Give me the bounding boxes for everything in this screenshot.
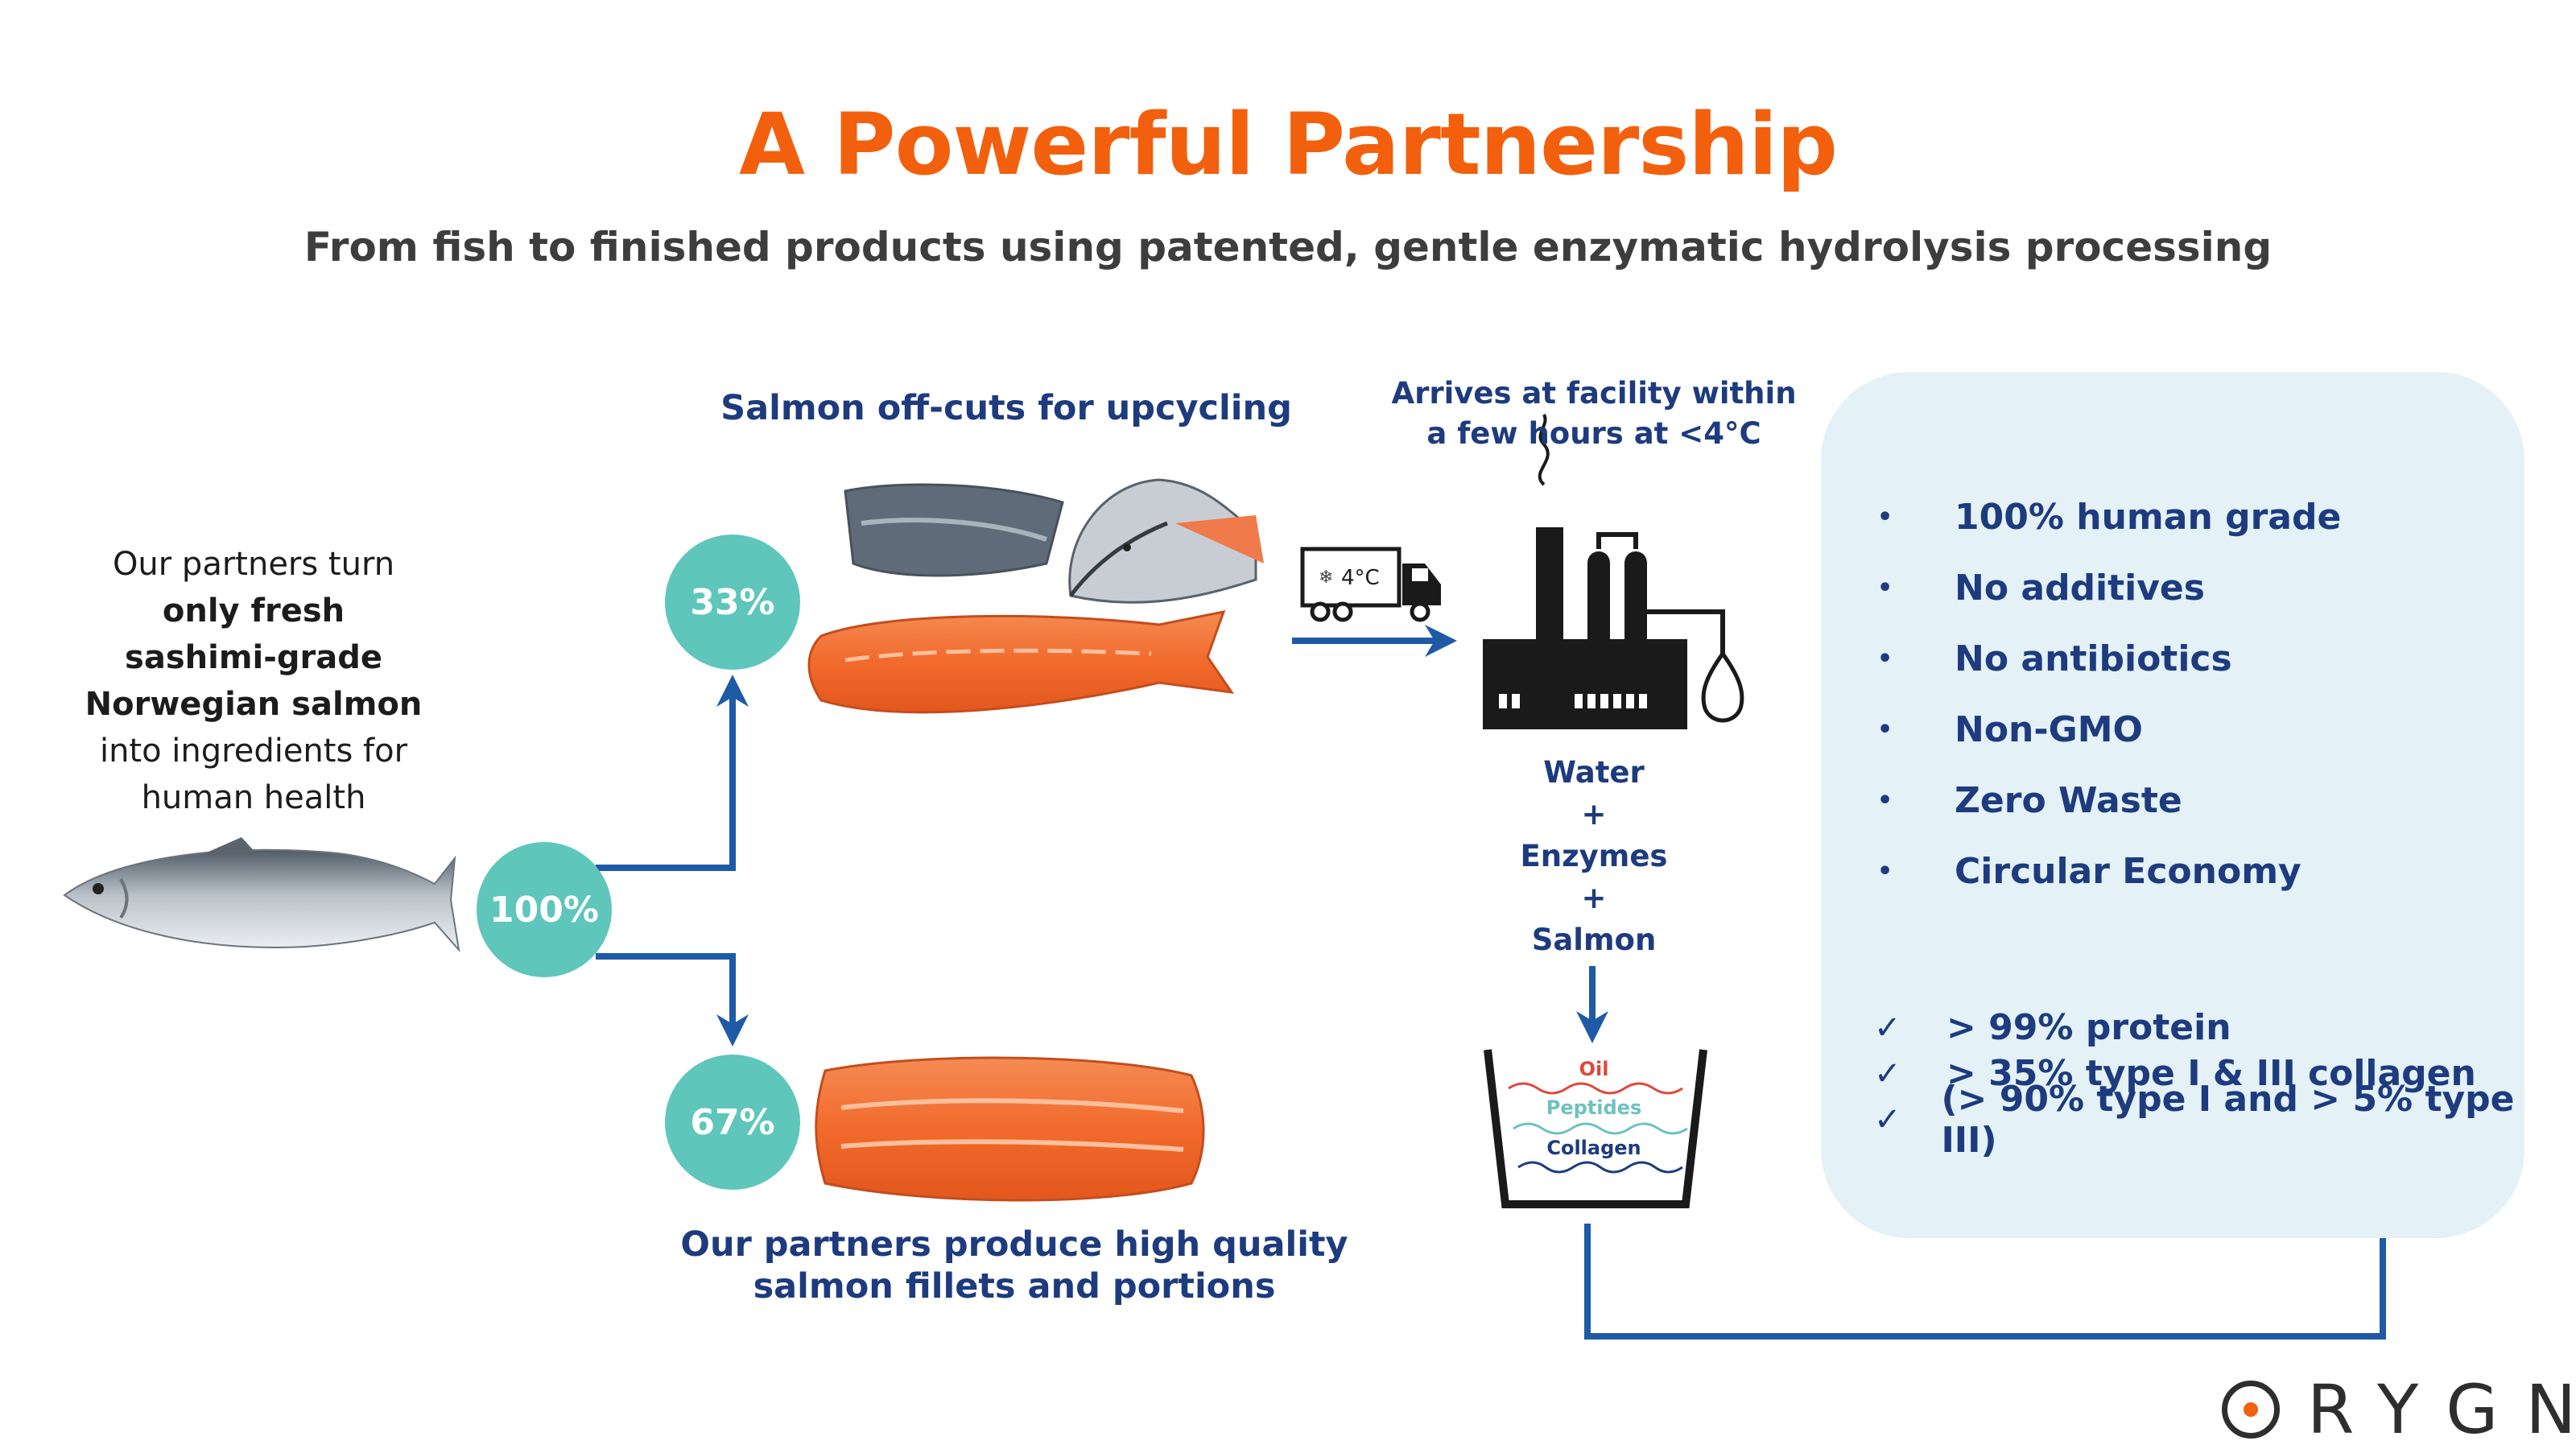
bullet-icon: • (1877, 786, 1893, 815)
output-peptides-label: Peptides (1546, 1096, 1642, 1119)
benefit-text: Circular Economy (1955, 850, 2301, 892)
benefit-text: Zero Waste (1955, 779, 2182, 821)
fillets-line: Our partners produce high quality (680, 1224, 1348, 1265)
logo-text: RYGN (2307, 1370, 2576, 1449)
recipe-plus: + (1581, 881, 1607, 915)
intro-line: Our partners turn (112, 546, 395, 583)
intro-line: sashimi-grade (64, 634, 443, 681)
truck-temp-label: 4°C (1341, 566, 1380, 590)
benefit-text: 100% human grade (1955, 496, 2342, 538)
intro-line: into ingredients for (99, 733, 408, 770)
factory-icon (1483, 414, 1744, 729)
check-icon: ✓ (1874, 1100, 1901, 1138)
process-recipe: Water + Enzymes + Salmon (1433, 752, 1755, 961)
offcuts-heading: Salmon off-cuts for upcycling (720, 388, 1292, 428)
spec-text: > 99% protein (1946, 1007, 2231, 1048)
benefit-item: • Non-GMO (1860, 694, 2504, 765)
spec-text: > 35% type I & III collagen (1946, 1053, 2476, 1094)
intro-text: Our partners turn only fresh sashimi-gra… (64, 541, 443, 821)
circle-100-percent: 100% (477, 842, 612, 977)
hydrolysis-vessel-icon: Oil Peptides Collagen (1484, 1049, 1707, 1208)
logo-dot (2244, 1402, 2258, 1417)
check-icon: ✓ (1874, 1009, 1901, 1046)
page-subtitle: From fish to finished products using pat… (303, 224, 2273, 270)
transport-line: Arrives at facility within (1391, 376, 1797, 411)
snowflake-icon: ❄ (1319, 568, 1333, 588)
salmon-offcuts-image (807, 478, 1264, 714)
transport-heading: Arrives at facility within a few hours a… (1368, 374, 1819, 454)
page-title: A Powerful Partnership (738, 95, 1838, 194)
refrigerated-truck-icon: ❄ 4°C (1300, 547, 1441, 622)
recipe-water: Water (1543, 755, 1645, 790)
benefit-item: • No additives (1860, 552, 2504, 623)
benefit-text: No antibiotics (1955, 638, 2232, 679)
branch-arrow-up (596, 675, 749, 871)
spec-item: ✓ > 35% type I & III collagen (1868, 1051, 2536, 1096)
bullet-icon: • (1877, 857, 1893, 886)
whole-salmon-image (63, 837, 460, 953)
spec-item: ✓ (> 90% type I and > 5% type III) (1868, 1079, 2536, 1161)
transport-line: a few hours at <4°C (1426, 416, 1761, 451)
benefits-panel (1821, 372, 2524, 1238)
output-collagen-label: Collagen (1546, 1137, 1641, 1159)
benefit-text: No additives (1955, 567, 2205, 609)
intro-line: Norwegian salmon (64, 681, 443, 728)
intro-emphasis: Norwegian salmon (85, 686, 423, 723)
benefit-list: • 100% human grade • No additives • No anti… (1860, 481, 2504, 906)
salmon-fillet-image (815, 1056, 1205, 1202)
spec-text: (> 90% type I and > 5% type III) (1941, 1078, 2515, 1161)
bullet-icon: • (1877, 502, 1893, 531)
branch-arrow-down (596, 953, 749, 1046)
bullet-icon: • (1877, 573, 1893, 602)
benefit-item: • Circular Economy (1860, 836, 2504, 906)
recipe-plus: + (1581, 797, 1607, 832)
recipe-salmon: Salmon (1531, 923, 1657, 957)
spec-list: ✓ > 99% protein ✓ > 35% type I & III colla… (1868, 1005, 2536, 1161)
intro-line: human health (141, 779, 366, 816)
output-oil-label: Oil (1579, 1058, 1609, 1080)
circle-33-percent: 33% (665, 535, 800, 670)
intro-line: only fresh (64, 588, 443, 634)
logo-o-icon (2222, 1381, 2280, 1439)
recipe-enzymes: Enzymes (1520, 839, 1668, 873)
fillets-line: salmon fillets and portions (753, 1266, 1276, 1307)
orygn-logo: RYGN (2222, 1370, 2576, 1449)
benefit-item: • Zero Waste (1860, 765, 2504, 836)
vessel-to-benefits-arrow (1584, 1174, 2399, 1340)
bullet-icon: • (1877, 644, 1893, 673)
benefit-item: • 100% human grade (1860, 481, 2504, 552)
spec-item: ✓ > 99% protein (1868, 1005, 2536, 1051)
intro-emphasis: only fresh (162, 592, 345, 630)
fillets-heading: Our partners produce high quality salmon… (644, 1224, 1385, 1307)
bullet-icon: • (1877, 715, 1893, 744)
circle-67-percent: 67% (665, 1055, 800, 1190)
benefit-item: • No antibiotics (1860, 623, 2504, 694)
check-icon: ✓ (1874, 1055, 1901, 1092)
benefit-text: Non-GMO (1955, 708, 2143, 750)
intro-emphasis: sashimi-grade (125, 639, 382, 676)
